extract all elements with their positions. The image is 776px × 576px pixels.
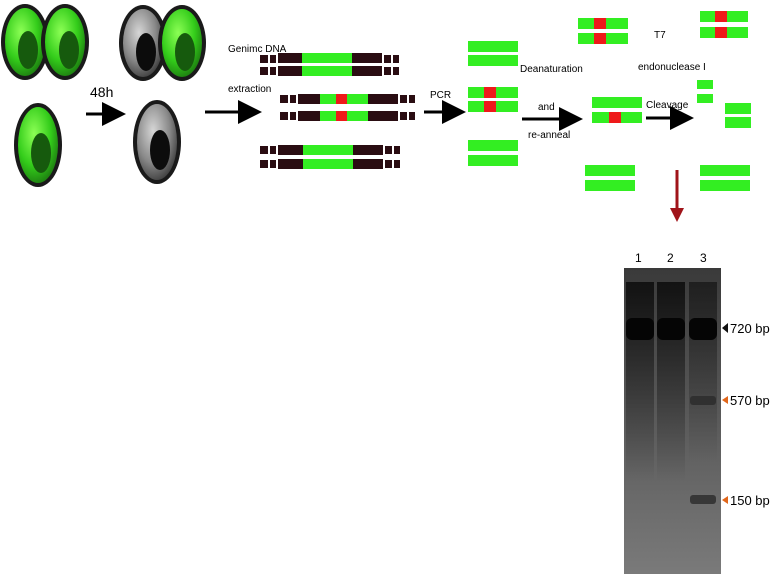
- lane-label-2: 2: [667, 251, 674, 265]
- marker-150-arrow: [722, 496, 728, 504]
- genomic-dna-3: [260, 145, 400, 169]
- green-cell-4: [158, 5, 206, 81]
- marker-720-label: 720 bp: [730, 321, 770, 336]
- gel-band-lane3-150: [690, 495, 716, 504]
- uncleaved-product: [700, 165, 750, 191]
- arrow-to-gel-head: [670, 208, 684, 222]
- endonuclease-label: endonuclease I: [638, 62, 706, 73]
- marker-570-label: 570 bp: [730, 393, 770, 408]
- cleavage-label: Cleavage: [646, 100, 689, 111]
- homoduplex-3: [585, 165, 635, 191]
- lane-label-3: 3: [700, 251, 707, 265]
- cleaved-fragment-small: [697, 80, 713, 103]
- gel-band-lane3-570: [690, 396, 716, 405]
- pcr-product-1: [468, 41, 518, 66]
- green-cell-1: [1, 4, 49, 80]
- marker-720-arrow: [722, 323, 728, 333]
- gray-cell-1: [119, 5, 167, 81]
- genomic-dna-2: [280, 94, 415, 121]
- reanneal-label: re-anneal: [528, 130, 570, 141]
- cleaved-product-1: [700, 11, 748, 38]
- marker-570-arrow: [722, 396, 728, 404]
- green-cell-3: [14, 103, 62, 187]
- genomic-label-1: Genimc DNA: [228, 44, 287, 55]
- heteroduplex-1: [578, 18, 628, 44]
- cleaved-fragment-large: [725, 103, 751, 128]
- genomic-dna-1: [260, 53, 399, 76]
- gel-band-lane1-720: [626, 318, 654, 340]
- pcr-label: PCR: [430, 90, 451, 101]
- gel-image: [624, 268, 721, 574]
- gel-band-lane2-720: [657, 318, 685, 340]
- genomic-label-2: extraction: [228, 84, 271, 95]
- gel-band-lane3-720: [689, 318, 717, 340]
- lane-label-1: 1: [635, 251, 642, 265]
- pcr-product-3: [468, 140, 518, 166]
- gray-cell-2: [133, 100, 181, 184]
- and-label: and: [538, 102, 555, 113]
- pcr-product-2: [468, 87, 518, 112]
- green-cell-2: [41, 4, 89, 80]
- heteroduplex-2: [592, 97, 642, 123]
- deanaturation-label: Deanaturation: [520, 64, 583, 75]
- marker-150-label: 150 bp: [730, 493, 770, 508]
- t7-label: T7: [654, 30, 666, 41]
- time-label: 48h: [90, 84, 113, 100]
